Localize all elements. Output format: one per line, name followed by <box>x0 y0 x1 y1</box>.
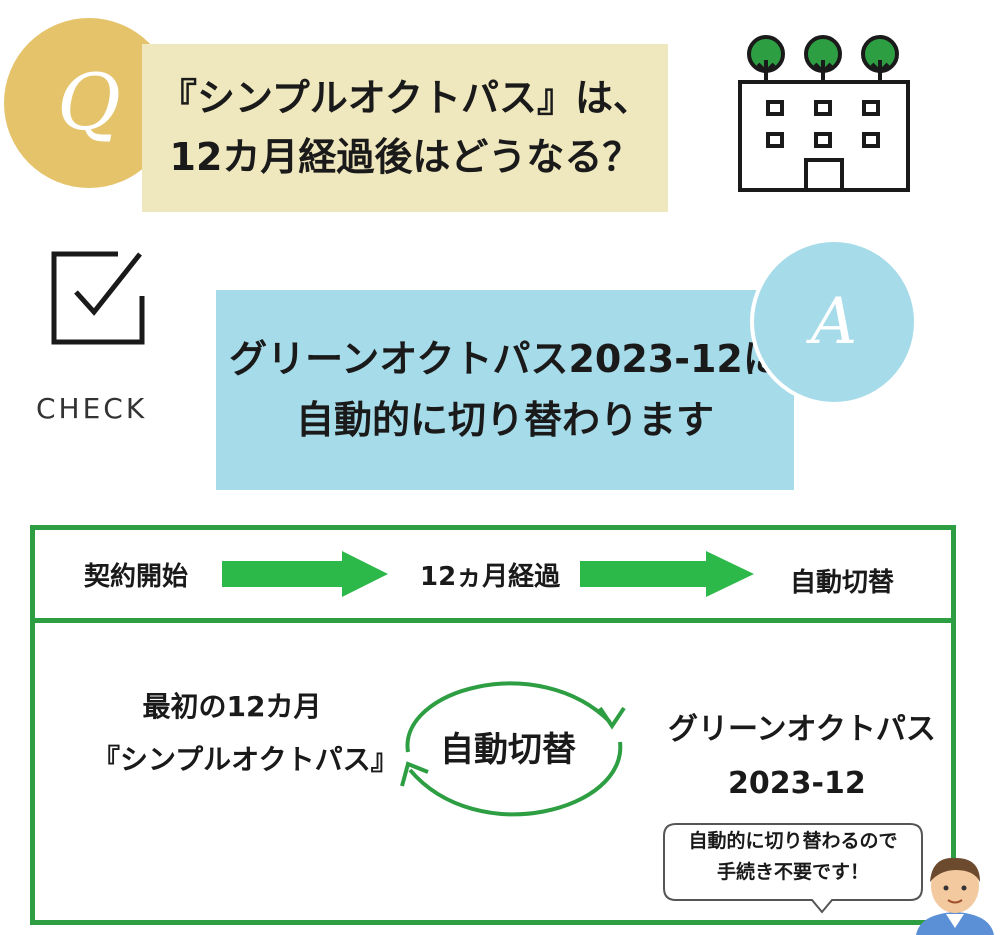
person-avatar-icon <box>916 857 994 935</box>
timeline-arrow-2 <box>580 551 754 597</box>
cycle-arrows-icon <box>400 681 626 817</box>
timeline-step-12-months: 12ヵ月経過 <box>420 562 561 592</box>
initial-plan-line-2: 『シンプルオクトパス』 <box>92 743 399 777</box>
answer-line-2: 自動的に切り替わります <box>295 398 714 442</box>
timeline-frame <box>30 525 956 925</box>
cycle-label: 自動切替 <box>440 730 576 770</box>
timeline-arrow-1 <box>222 551 388 597</box>
answer-box: グリーンオクトパス2023-12に 自動的に切り替わります <box>216 290 794 490</box>
answer-line-1: グリーンオクトパス2023-12に <box>229 337 781 382</box>
checkbox-icon <box>51 251 145 345</box>
speech-bubble-line-1: 自動的に切り替わるので <box>688 830 898 852</box>
timeline-step-auto-switch: 自動切替 <box>790 568 895 598</box>
speech-bubble-line-2: 手続き不要です！ <box>716 861 869 884</box>
green-plan-version: 2023-12 <box>728 766 866 801</box>
speech-bubble <box>663 823 923 914</box>
timeline-step-start: 契約開始 <box>84 562 189 592</box>
question-box: 『シンプルオクトパス』は、 12カ月経過後はどうなる？ <box>142 44 668 212</box>
answer-badge-letter: A <box>810 285 858 359</box>
initial-plan-label: 最初の12カ月 『シンプルオクトパス』 <box>92 680 399 786</box>
green-plan-name: グリーンオクトパス <box>668 712 936 747</box>
question-line-2: 12カ月経過後はどうなる？ <box>169 135 641 179</box>
speech-bubble-text: 自動的に切り替わるので 手続き不要です！ <box>662 826 924 889</box>
building-with-trees-icon <box>738 35 910 192</box>
timeline-divider <box>30 618 956 623</box>
check-label: CHECK <box>36 392 148 425</box>
initial-plan-line-1: 最初の12カ月 <box>142 690 322 723</box>
answer-badge: A <box>750 238 918 406</box>
question-line-1: 『シンプルオクトパス』は、 <box>158 76 652 121</box>
question-badge-letter: Q <box>57 58 121 148</box>
